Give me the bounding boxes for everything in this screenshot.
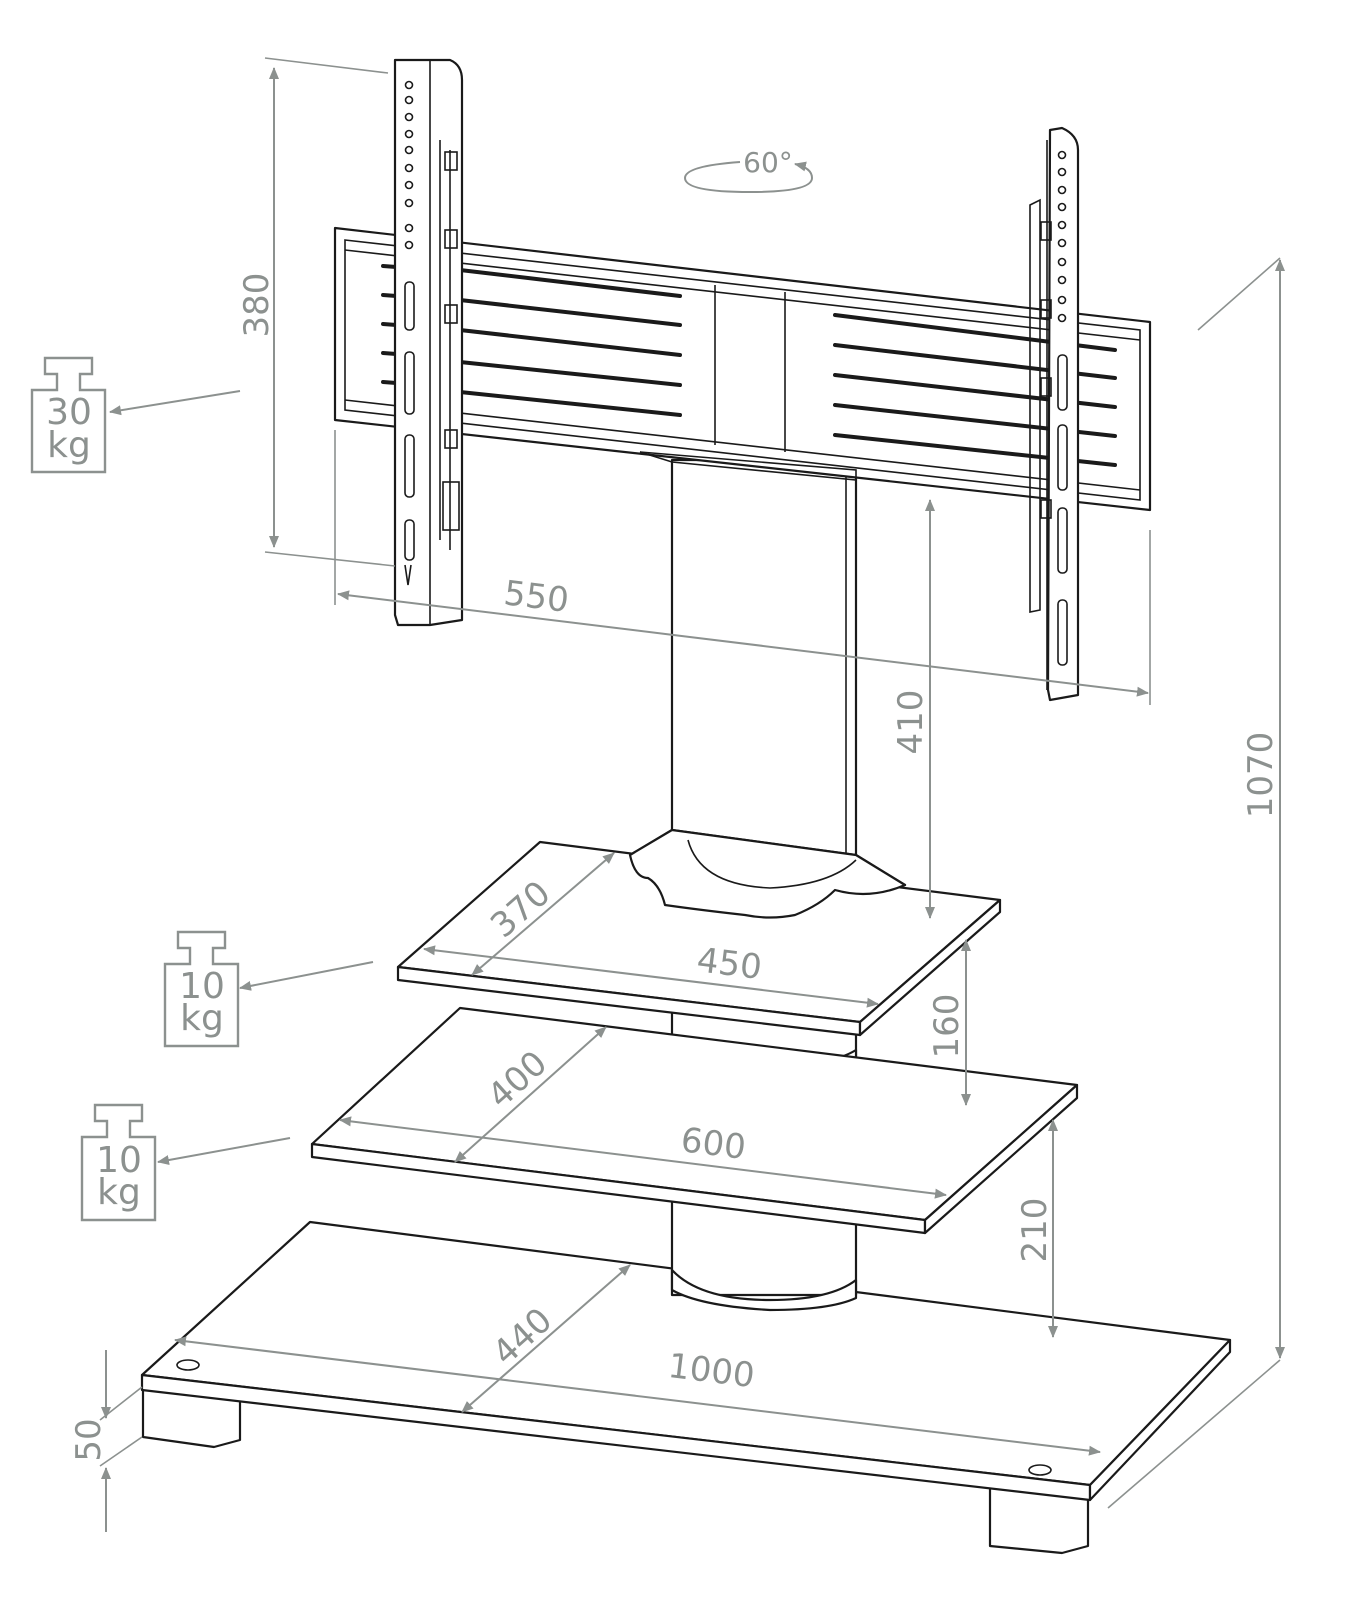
dimension-1070: 1070 — [1107, 257, 1285, 1509]
dim-label-210: 210 — [1015, 1198, 1055, 1263]
dimension-210: 210 — [1015, 1119, 1058, 1338]
dim-label-410: 410 — [891, 690, 931, 755]
base-side-edge — [1088, 1338, 1232, 1502]
dimension-410: 410 — [891, 499, 935, 919]
weight-icon-10kg-middle: 10 kg — [80, 1103, 291, 1222]
dimension-380: 380 — [237, 57, 396, 567]
weight-icon-30kg: 30 kg — [30, 356, 241, 474]
tv-mount-bracket — [333, 226, 1152, 512]
dim-label-600: 600 — [679, 1120, 748, 1168]
mount-frame — [333, 226, 1152, 512]
dimension-550: 550 — [334, 430, 1151, 705]
dim-label-550: 550 — [502, 573, 571, 621]
dimension-450: 450 — [423, 940, 879, 1008]
rotation-indicator: 60° — [683, 146, 814, 194]
weight-10-middle-unit: kg — [97, 1172, 141, 1213]
weight-10-middle-value: 10 — [96, 1140, 142, 1181]
weight-30-unit: kg — [47, 425, 91, 466]
rotation-angle-label: 60° — [743, 146, 793, 179]
dim-label-50: 50 — [69, 1418, 109, 1461]
weight-10-top-value: 10 — [179, 966, 225, 1007]
dim-label-450: 450 — [695, 940, 764, 988]
dim-label-160: 160 — [927, 994, 967, 1059]
dim-label-1070: 1070 — [1241, 732, 1281, 819]
weight-icon-10kg-top: 10 kg — [163, 930, 374, 1048]
top-shelf — [396, 828, 1002, 1037]
vesa-arm-right — [1029, 126, 1080, 702]
dimension-50: 50 — [69, 1350, 143, 1532]
weight-icon — [30, 356, 107, 474]
base-bolt-right — [1028, 1464, 1052, 1476]
weight-10-top-unit: kg — [180, 998, 224, 1039]
weight-30-value: 30 — [46, 392, 92, 433]
weight-icon — [163, 930, 240, 1048]
dimension-160: 160 — [927, 939, 971, 1106]
weight-icon — [80, 1103, 157, 1222]
column-upper — [670, 458, 858, 892]
dimension-600: 600 — [339, 1116, 947, 1199]
vesa-arm-left — [393, 58, 464, 627]
dim-label-380: 380 — [237, 273, 277, 338]
